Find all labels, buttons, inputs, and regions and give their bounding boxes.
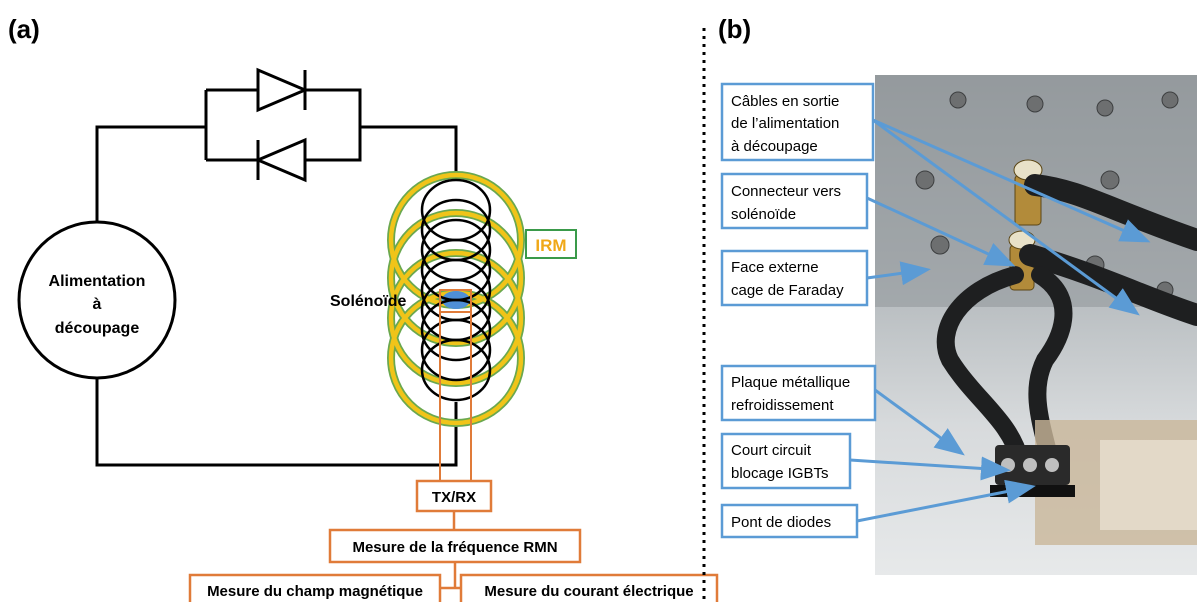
callout-2-line-2: solénoïde — [731, 206, 796, 223]
callout-1: Câbles en sortie de l’alimentation à déc… — [720, 82, 875, 162]
diode-top — [256, 67, 309, 113]
callout-4-line-1: Plaque métallique — [731, 374, 850, 391]
current-label: Mesure du courant électrique — [484, 583, 693, 600]
power-supply-line-1: Alimentation — [49, 273, 146, 290]
txrx-box — [415, 479, 493, 513]
panel-a: (a) Alimentation à découpage — [8, 14, 719, 602]
callout-2: Connecteur vers solénoïde — [720, 172, 869, 230]
power-supply-line-2: à — [93, 296, 102, 313]
field-box — [188, 573, 442, 602]
irm-label-box: IRM — [525, 229, 577, 259]
callout-3-line-1: Face externe — [731, 259, 819, 276]
txrx-label: TX/RX — [432, 489, 476, 506]
field-label: Mesure du champ magnétique — [207, 583, 423, 600]
diode-bottom — [254, 137, 307, 183]
callout-1-line-1: Câbles en sortie — [731, 93, 839, 110]
solenoid-label: Solénoïde — [330, 293, 407, 310]
callout-3-line-2: cage de Faraday — [731, 282, 844, 299]
nmr-label: Mesure de la fréquence RMN — [352, 539, 557, 556]
callout-6: Pont de diodes — [720, 503, 859, 539]
measurement-chain: TX/RX Mesure de la fréquence RMN Mesure … — [188, 479, 719, 602]
power-supply: Alimentation à découpage — [17, 220, 177, 380]
panel-a-tag: (a) — [8, 14, 40, 44]
callout-5-line-2: blocage IGBTs — [731, 465, 829, 482]
callout-5: Court circuit blocage IGBTs — [720, 432, 852, 490]
probe-leads — [439, 289, 472, 480]
panel-b-tag: (b) — [718, 14, 751, 44]
power-supply-line-3: découpage — [55, 320, 140, 337]
callout-5-line-1: Court circuit — [731, 442, 812, 459]
panel-b: (b) — [718, 14, 1197, 575]
callout-6-line-1: Pont de diodes — [731, 514, 831, 531]
irm-label: IRM — [535, 236, 566, 255]
callout-4-line-2: refroidissement — [731, 397, 834, 414]
callout-2-line-1: Connecteur vers — [731, 183, 841, 200]
solenoid: Solénoïde — [330, 178, 492, 402]
callout-3: Face externe cage de Faraday — [720, 249, 869, 307]
callout-1-line-3: à découpage — [731, 138, 818, 155]
photo — [875, 75, 1197, 575]
current-box — [459, 573, 719, 602]
leader-arrows — [849, 118, 1151, 523]
callout-1-line-2: de l’alimentation — [731, 115, 839, 132]
nmr-box — [328, 528, 582, 564]
callout-4: Plaque métallique refroidissement — [720, 364, 877, 422]
